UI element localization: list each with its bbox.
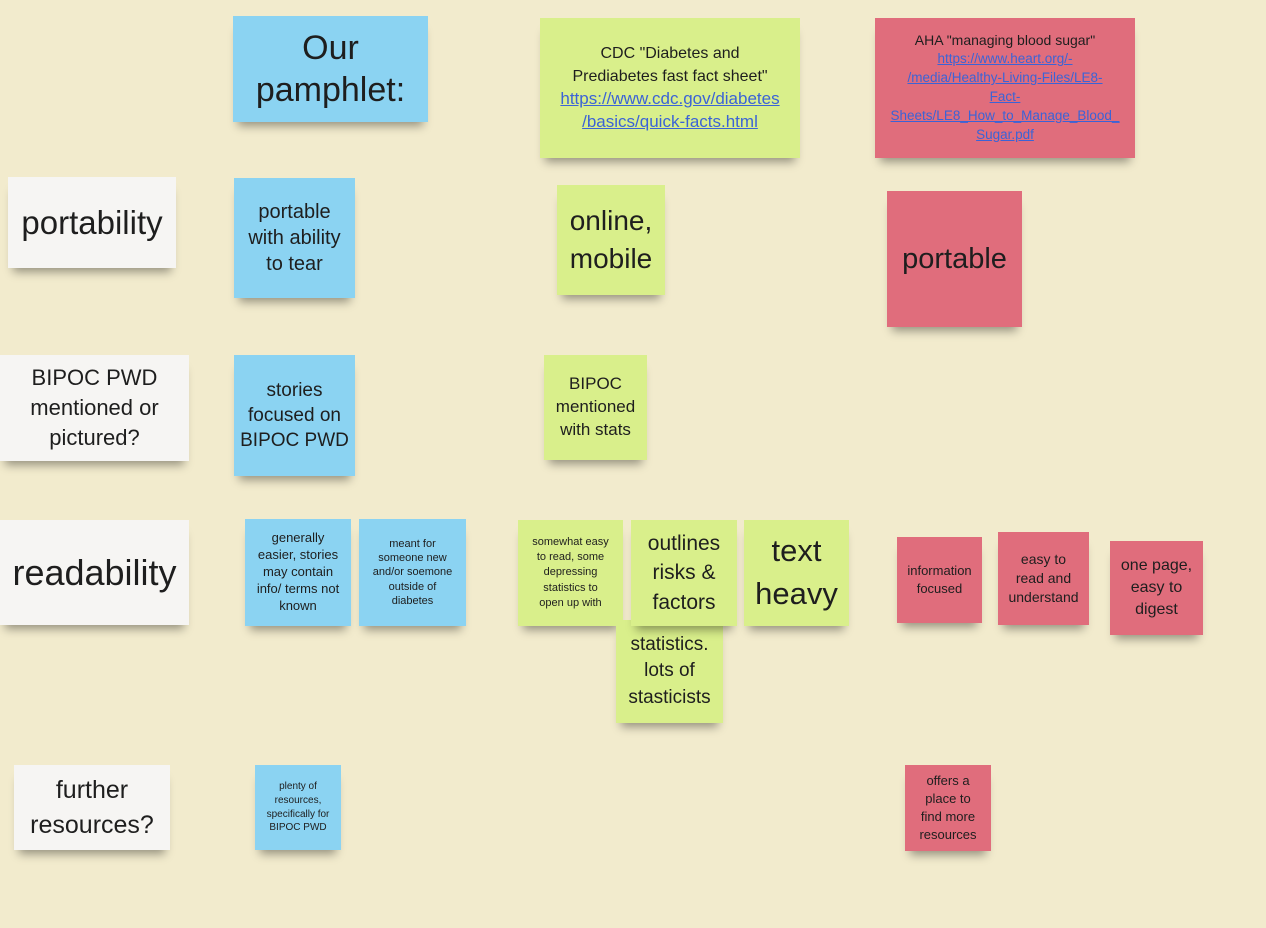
pamphlet-resources-line2: resources, [274,794,322,806]
sticky-note-pamphlet-readability-a[interactable]: generally easier, stories may contain in… [245,519,351,626]
aha-resources-line3: find more [920,809,976,824]
row-label-bipoc[interactable]: BIPOC PWD mentioned or pictured? [0,355,189,461]
aha-one-page-line3: digest [1135,601,1178,619]
pamphlet-read-a-line5: known [279,597,317,613]
bipoc-label-line2: mentioned or [30,395,159,421]
sticky-note-aha-information[interactable]: information focused [897,537,982,623]
cdc-read-a-line1: somewhat easy [532,536,609,549]
pamphlet-portable-line1: portable [258,201,331,223]
cdc-source-title: CDC "Diabetes and Prediabetes fast fact … [572,44,768,86]
sticky-note-aha-easy-read[interactable]: easy to read and understand [998,532,1089,625]
cdc-read-a-line4: statistics to [543,581,598,594]
aha-one-page-line1: one page, [1120,556,1193,574]
pamphlet-read-a-line3: may contain [262,564,334,580]
aha-easy-line3: understand [1008,589,1079,606]
aha-link-line5: Sugar.pdf [976,126,1034,142]
readability-label-text: readability [12,551,177,593]
pamphlet-resources-line1: plenty of [279,780,317,792]
aha-resources-line2: place to [925,791,971,807]
cdc-link-line2: /basics/quick-facts.html [582,112,758,132]
cdc-bipoc-line3: with stats [560,419,631,439]
pamphlet-read-b-line1: meant for [389,537,436,550]
cdc-risks-line2: risks & [652,561,716,585]
sticky-note-pamphlet-portable[interactable]: portable with ability to tear [234,178,355,298]
pamphlet-bipoc-line1: stories [266,379,323,401]
sticky-note-aha-source[interactable]: AHA "managing blood sugar" https://www.h… [875,18,1135,158]
row-label-portability[interactable]: portability [8,177,176,268]
aha-link-line2: /media/Healthy-Living-Files/LE8- [907,70,1103,86]
pamphlet-read-a-line1: generally [271,530,325,546]
aha-link-line3: Fact- [989,89,1021,104]
cdc-stats-line2: lots of [644,660,695,682]
sticky-note-aha-one-page[interactable]: one page, easy to digest [1110,541,1203,635]
resources-label-line1: further [55,775,129,804]
cdc-read-a-line3: depressing [543,566,598,579]
aha-info-line1: information [907,562,972,578]
bipoc-label-line1: BIPOC PWD [31,365,158,391]
sticky-note-pamphlet-readability-b[interactable]: meant for someone new and/or soemone out… [359,519,466,626]
pamphlet-read-a-line4: info/ terms not [256,580,340,596]
pamphlet-read-b-line5: diabetes [391,594,434,607]
cdc-bipoc-line2: mentioned [555,397,636,417]
cdc-source-link[interactable]: https://www.cdc.gov/diabetes /basics/qui… [560,88,779,134]
cdc-stats-line1: statistics. [630,633,709,655]
sticky-note-cdc-readability-a[interactable]: somewhat easy to read, some depressing s… [518,520,623,626]
row-label-readability[interactable]: readability [0,520,189,625]
sticky-note-cdc-statistics[interactable]: statistics. lots of stasticists [616,620,723,723]
sticky-note-aha-resources[interactable]: offers a place to find more resources [905,765,991,851]
sticky-note-our-pamphlet[interactable]: Our pamphlet: [233,16,428,122]
pamphlet-read-b-line2: someone new [378,552,447,565]
cdc-text-heavy-line1: text [771,533,822,569]
sticky-note-cdc-bipoc[interactable]: BIPOC mentioned with stats [544,355,647,460]
sticky-note-cdc-risks[interactable]: outlines risks & factors [631,520,737,626]
aha-resources-line4: resources [919,826,977,842]
cdc-stats-line3: stasticists [628,686,711,708]
cdc-link-line1: https://www.cdc.gov/diabetes [560,89,780,109]
aha-portable-text: portable [902,242,1007,275]
row-label-further-resources[interactable]: further resources? [14,765,170,850]
cdc-read-a-line5: open up with [539,596,602,609]
aha-one-page-line2: easy to [1130,578,1183,596]
cdc-text-heavy-line2: heavy [755,576,838,611]
cdc-risks-line3: factors [652,590,716,614]
cdc-online-line1: online, [569,205,653,237]
cdc-bipoc-line1: BIPOC [569,374,622,394]
pamphlet-bipoc-line2: focused on [248,404,341,426]
sticky-note-pamphlet-bipoc[interactable]: stories focused on BIPOC PWD [234,355,355,476]
sticky-note-pamphlet-resources[interactable]: plenty of resources, specifically for BI… [255,765,341,850]
aha-resources-line1: offers a [926,773,970,789]
sticky-note-cdc-source[interactable]: CDC "Diabetes and Prediabetes fast fact … [540,18,800,158]
pamphlet-header-line2: pamphlet: [255,71,406,109]
pamphlet-bipoc-line3: BIPOC PWD [240,430,349,452]
portability-label-text: portability [21,203,163,241]
aha-easy-line1: easy to [1020,550,1067,567]
pamphlet-read-b-line3: and/or soemone [372,566,453,579]
aha-info-line2: focused [916,581,963,596]
sticky-note-cdc-online-mobile[interactable]: online, mobile [557,185,665,295]
pamphlet-read-a-line2: easier, stories [257,547,339,563]
pamphlet-resources-line4: BIPOC PWD [269,822,327,834]
pamphlet-resources-line3: specifically for [266,808,330,820]
cdc-online-line2: mobile [569,243,653,274]
pamphlet-header-line1: Our [302,28,359,67]
aha-link-line4: Sheets/LE8_How_to_Manage_Blood_ [890,107,1120,123]
cdc-risks-line1: outlines [647,531,721,555]
pamphlet-read-b-line4: outside of [388,580,437,593]
aha-source-link[interactable]: https://www.heart.org/- /media/Healthy-L… [891,50,1120,144]
sticky-note-aha-portable[interactable]: portable [887,191,1022,327]
aha-link-line1: https://www.heart.org/- [937,51,1073,67]
cdc-read-a-line2: to read, some [536,551,605,564]
resources-label-line2: resources? [30,810,154,839]
pamphlet-portable-line3: to tear [266,253,323,275]
pamphlet-portable-line2: with ability [248,227,341,249]
aha-source-title: AHA "managing blood sugar" [914,32,1096,49]
sticky-note-cdc-text-heavy[interactable]: text heavy [744,520,849,626]
aha-easy-line2: read and [1015,569,1072,586]
bipoc-label-line3: pictured? [49,424,140,450]
